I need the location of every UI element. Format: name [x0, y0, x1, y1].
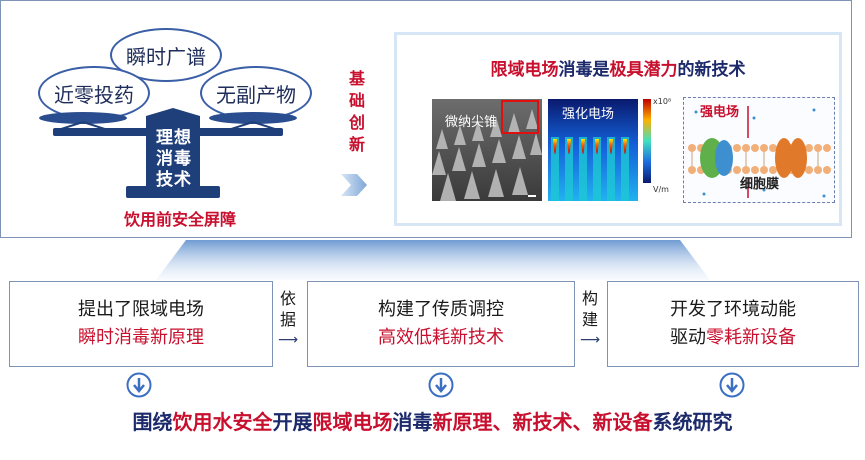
right-arrow-icon: ⟶	[277, 332, 299, 348]
down-arrow-circle-icon	[428, 372, 454, 398]
colorbar-max-label: x10⁸	[653, 97, 672, 106]
step-line2: 瞬时消毒新原理	[78, 327, 204, 348]
step-line1: 提出了限域电场	[78, 299, 204, 320]
step-box-technology: 构建了传质调控 高效低耗新技术	[307, 281, 575, 367]
title-part: 限域电场	[490, 60, 559, 80]
micro-nano-cone-image	[432, 99, 542, 201]
colorbar	[643, 99, 651, 183]
basic-innovation-label: 基 础 创 新	[346, 68, 368, 156]
step-line2-highlight: 零耗新设备	[706, 327, 796, 348]
down-arrow-circle-icon	[719, 372, 745, 398]
tech-panel: 限域电场消毒是极具潜力的新技术 微纳尖锥	[394, 32, 842, 226]
connector-construct: 构 建 ⟶	[579, 288, 601, 351]
tech-panel-title: 限域电场消毒是极具潜力的新技术	[397, 55, 839, 80]
connector-char: 建	[581, 310, 598, 329]
scale-label: 理想 消毒 技术	[148, 128, 200, 191]
step-line1: 开发了环境动能	[670, 299, 796, 320]
summary-part: 饮用水安全	[172, 410, 273, 434]
label-char: 础	[348, 91, 365, 110]
step-line1: 构建了传质调控	[378, 299, 504, 320]
connector-basis: 依 据 ⟶	[277, 288, 299, 351]
fan-gradient	[156, 240, 710, 280]
summary-part: 新原理、新技术、新设备	[432, 410, 653, 434]
balance-scale-icon	[39, 108, 297, 198]
label-char: 基	[348, 69, 365, 88]
top-panel: 瞬时广谱 近零投药 无副产物 理想 消毒 技术 饮用前安全屏障 基 础 创 新	[0, 0, 852, 238]
summary-part: 开展	[272, 410, 313, 434]
step-line2: 高效低耗新技术	[378, 327, 504, 348]
bubble-no-byproducts: 无副产物	[200, 66, 312, 120]
scale-line: 消毒	[156, 149, 192, 169]
label-char: 新	[348, 135, 365, 154]
scale-line: 理想	[156, 128, 192, 148]
summary-part: 限域电场	[312, 410, 393, 434]
right-arrow-icon	[341, 174, 367, 196]
label-char: 创	[348, 113, 365, 132]
summary-statement: 围绕饮用水安全开展限域电场消毒新原理、新技术、新设备系统研究	[0, 406, 865, 435]
title-part: 极具潜力	[609, 60, 678, 80]
summary-part: 消毒	[392, 410, 433, 434]
image-caption: 细胞膜	[740, 177, 780, 192]
cell-membrane-image	[683, 97, 835, 203]
step-box-equipment: 开发了环境动能 驱动零耗新设备	[607, 281, 859, 367]
step-line2: 驱动零耗新设备	[670, 324, 796, 352]
connector-char: 构	[581, 289, 598, 308]
title-part: 的新技术	[677, 60, 746, 80]
step-line2-prefix: 驱动	[670, 327, 706, 348]
step-box-principle: 提出了限域电场 瞬时消毒新原理	[9, 281, 273, 367]
image-caption: 强化电场	[562, 107, 615, 122]
title-part: 消毒是	[558, 60, 610, 80]
connector-char: 据	[279, 310, 296, 329]
colorbar-unit-label: V/m	[653, 185, 669, 194]
summary-part: 围绕	[132, 410, 173, 434]
image-caption: 强电场	[700, 105, 740, 120]
safety-barrier-caption: 饮用前安全屏障	[123, 210, 236, 229]
image-caption: 微纳尖锥	[445, 115, 498, 130]
enhanced-field-image: 强化电场	[548, 99, 638, 201]
scale-line: 技术	[156, 170, 192, 190]
zoom-inset-frame	[501, 100, 539, 134]
right-arrow-icon: ⟶	[579, 332, 601, 348]
connector-char: 依	[279, 289, 296, 308]
summary-part: 系统研究	[652, 410, 733, 434]
down-arrow-circle-icon	[126, 372, 152, 398]
